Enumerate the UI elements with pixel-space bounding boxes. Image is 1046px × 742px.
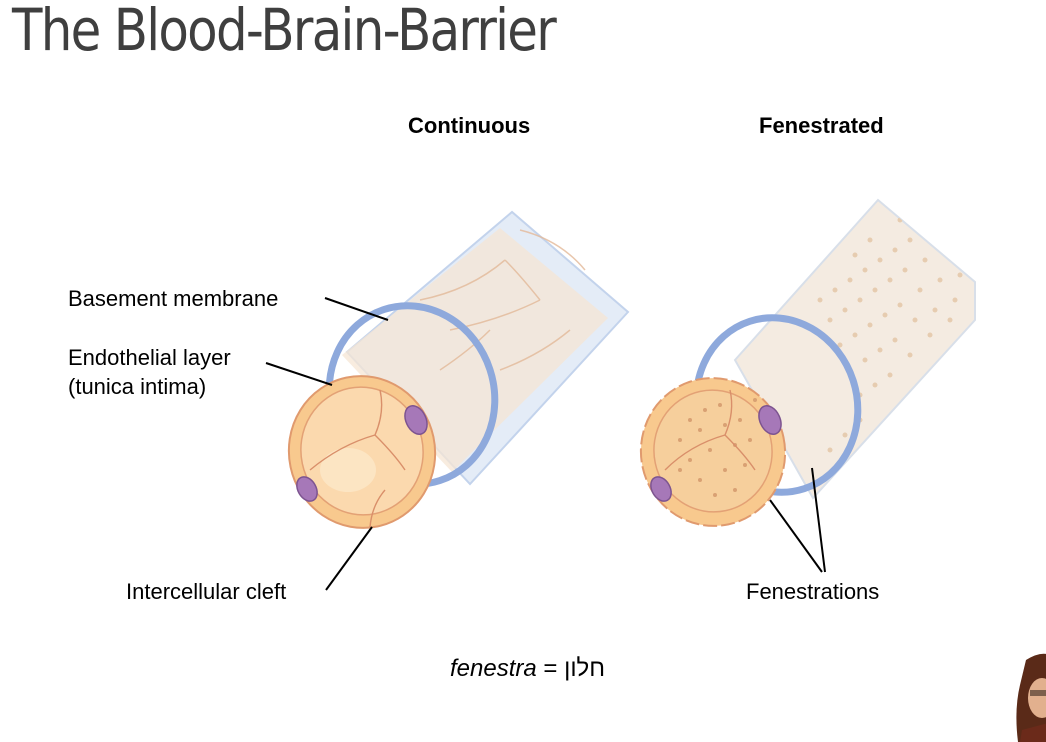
fenestrations-leader-1 [769,499,823,573]
presenter-video-thumbnail [1012,650,1046,742]
fenestrated-nucleus-upper [758,405,782,435]
continuous-capillary [287,210,630,529]
continuous-nucleus-lower [296,476,318,502]
fenestrations-label: Fenestrations [746,579,880,604]
fenestrated-capillary [639,198,976,527]
continuous-cell-junctions [309,389,406,528]
fenestra-definition: fenestra = חלון [450,655,605,683]
lumen-fenestration-dots [678,398,757,497]
fenestrated-header: Fenestrated [759,113,884,138]
fenestrated-lumen [653,389,773,513]
intercellular-cleft-label: Intercellular cleft [126,579,287,604]
leader-lines [265,297,826,591]
continuous-nucleus-upper [404,405,428,435]
page-title: The Blood-Brain-Barrier [12,0,557,64]
tunica-intima-label: (tunica intima) [68,374,207,399]
endothelial-layer-label: Endothelial layer [68,345,231,370]
fenestrations-leader-2 [811,467,826,573]
equals-sign: = [536,655,565,682]
endothelial-layer-leader [265,362,333,386]
fenestrated-cell-junctions [664,389,756,471]
continuous-header: Continuous [408,113,531,138]
continuous-lumen-highlight [320,448,376,492]
fenestrated-nucleus-lower [650,476,672,502]
hebrew-translation: חלון [564,655,606,682]
intercellular-cleft-leader [325,526,373,591]
fenestrated-outer-tube [733,198,976,500]
fenestra-term: fenestra [450,655,537,682]
basement-membrane-leader [324,297,389,321]
presenter-avatar [1012,650,1046,742]
basement-membrane-label: Basement membrane [68,286,279,311]
